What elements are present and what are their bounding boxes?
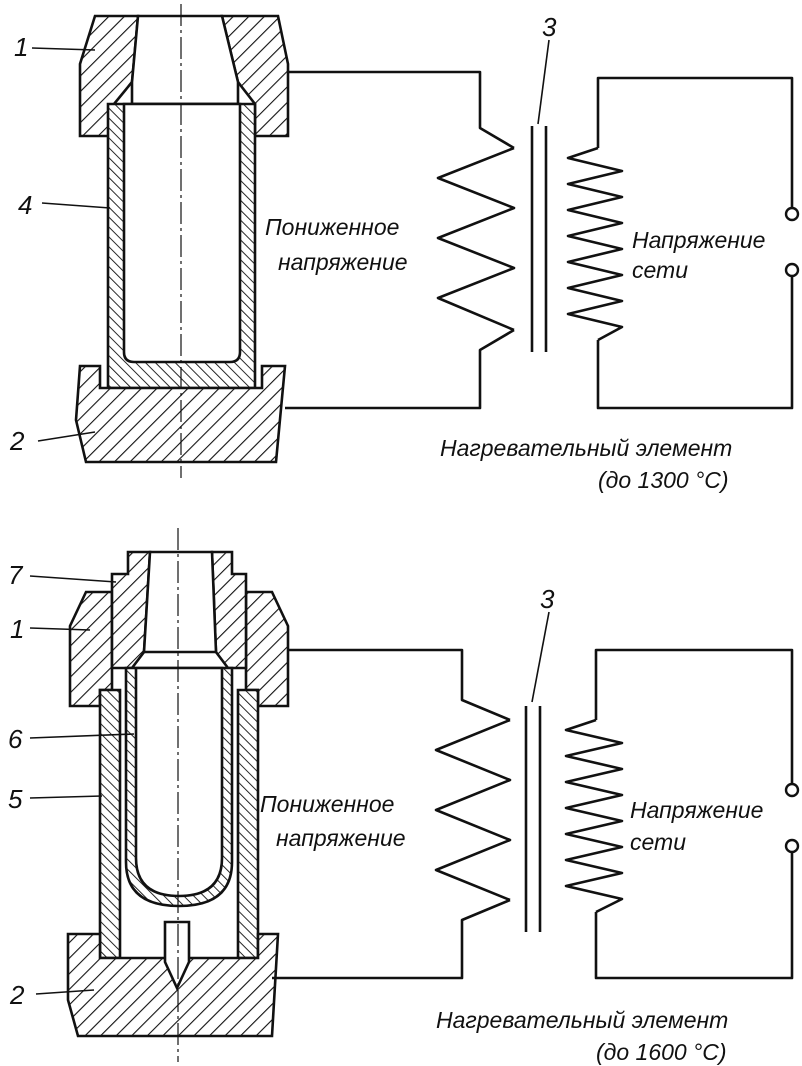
bottom-label-7: 7: [8, 560, 24, 590]
top-primary-coil: [566, 146, 624, 342]
top-low-voltage-line1: Пониженное: [265, 214, 399, 240]
bottom-terminal-upper: [784, 782, 800, 798]
outer-tube-5: [98, 688, 260, 960]
bottom-transformer-core-3: [524, 706, 542, 932]
bottom-mains-line1: Напряжение: [630, 797, 763, 823]
bottom-label-3: 3: [540, 584, 555, 614]
bottom-label-2: 2: [9, 980, 25, 1010]
top-caption-line1: Нагревательный элемент: [440, 435, 732, 461]
bottom-low-voltage-line2: напряжение: [276, 825, 406, 851]
bottom-low-voltage-line1: Пониженное: [260, 791, 394, 817]
top-label-2: 2: [9, 426, 25, 456]
top-mains-line2: сети: [632, 257, 688, 283]
bottom-label-6: 6: [8, 724, 23, 754]
top-label-3: 3: [542, 12, 557, 42]
insert-7: [110, 550, 248, 670]
bottom-caption-line2: (до 1600 °С): [596, 1039, 727, 1065]
top-label-1: 1: [14, 32, 28, 62]
bottom-primary-coil: [564, 718, 624, 914]
pin: [163, 920, 191, 992]
top-label-4: 4: [18, 190, 32, 220]
bottom-secondary-coil: [434, 718, 512, 902]
top-terminal-lower: [784, 262, 800, 278]
bottom-panel: 7 1 6 5 2 3 Пониженное напряжение Напряж…: [8, 528, 800, 1065]
top-secondary-coil: [436, 146, 516, 332]
top-clamp-1: [78, 14, 290, 138]
bottom-label-5: 5: [8, 784, 23, 814]
bottom-label-1: 1: [10, 614, 24, 644]
bottom-terminal-lower: [784, 838, 800, 854]
bottom-caption-line1: Нагревательный элемент: [436, 1007, 728, 1033]
top-mains-line1: Напряжение: [632, 227, 765, 253]
bottom-mains-line2: сети: [630, 829, 686, 855]
bottom-circuit-wires: [272, 648, 512, 980]
top-transformer-core-3: [530, 126, 548, 352]
top-caption-line2: (до 1300 °С): [598, 467, 729, 493]
top-terminal-upper: [784, 206, 800, 222]
top-panel: 1 4 2 3 Пониженное напряжение Напряжение…: [9, 4, 800, 493]
bottom-clamp-2: [66, 932, 280, 1038]
top-low-voltage-line2: напряжение: [278, 249, 408, 275]
top-circuit-wires: [285, 70, 516, 410]
heating-tube-4: [106, 102, 257, 390]
